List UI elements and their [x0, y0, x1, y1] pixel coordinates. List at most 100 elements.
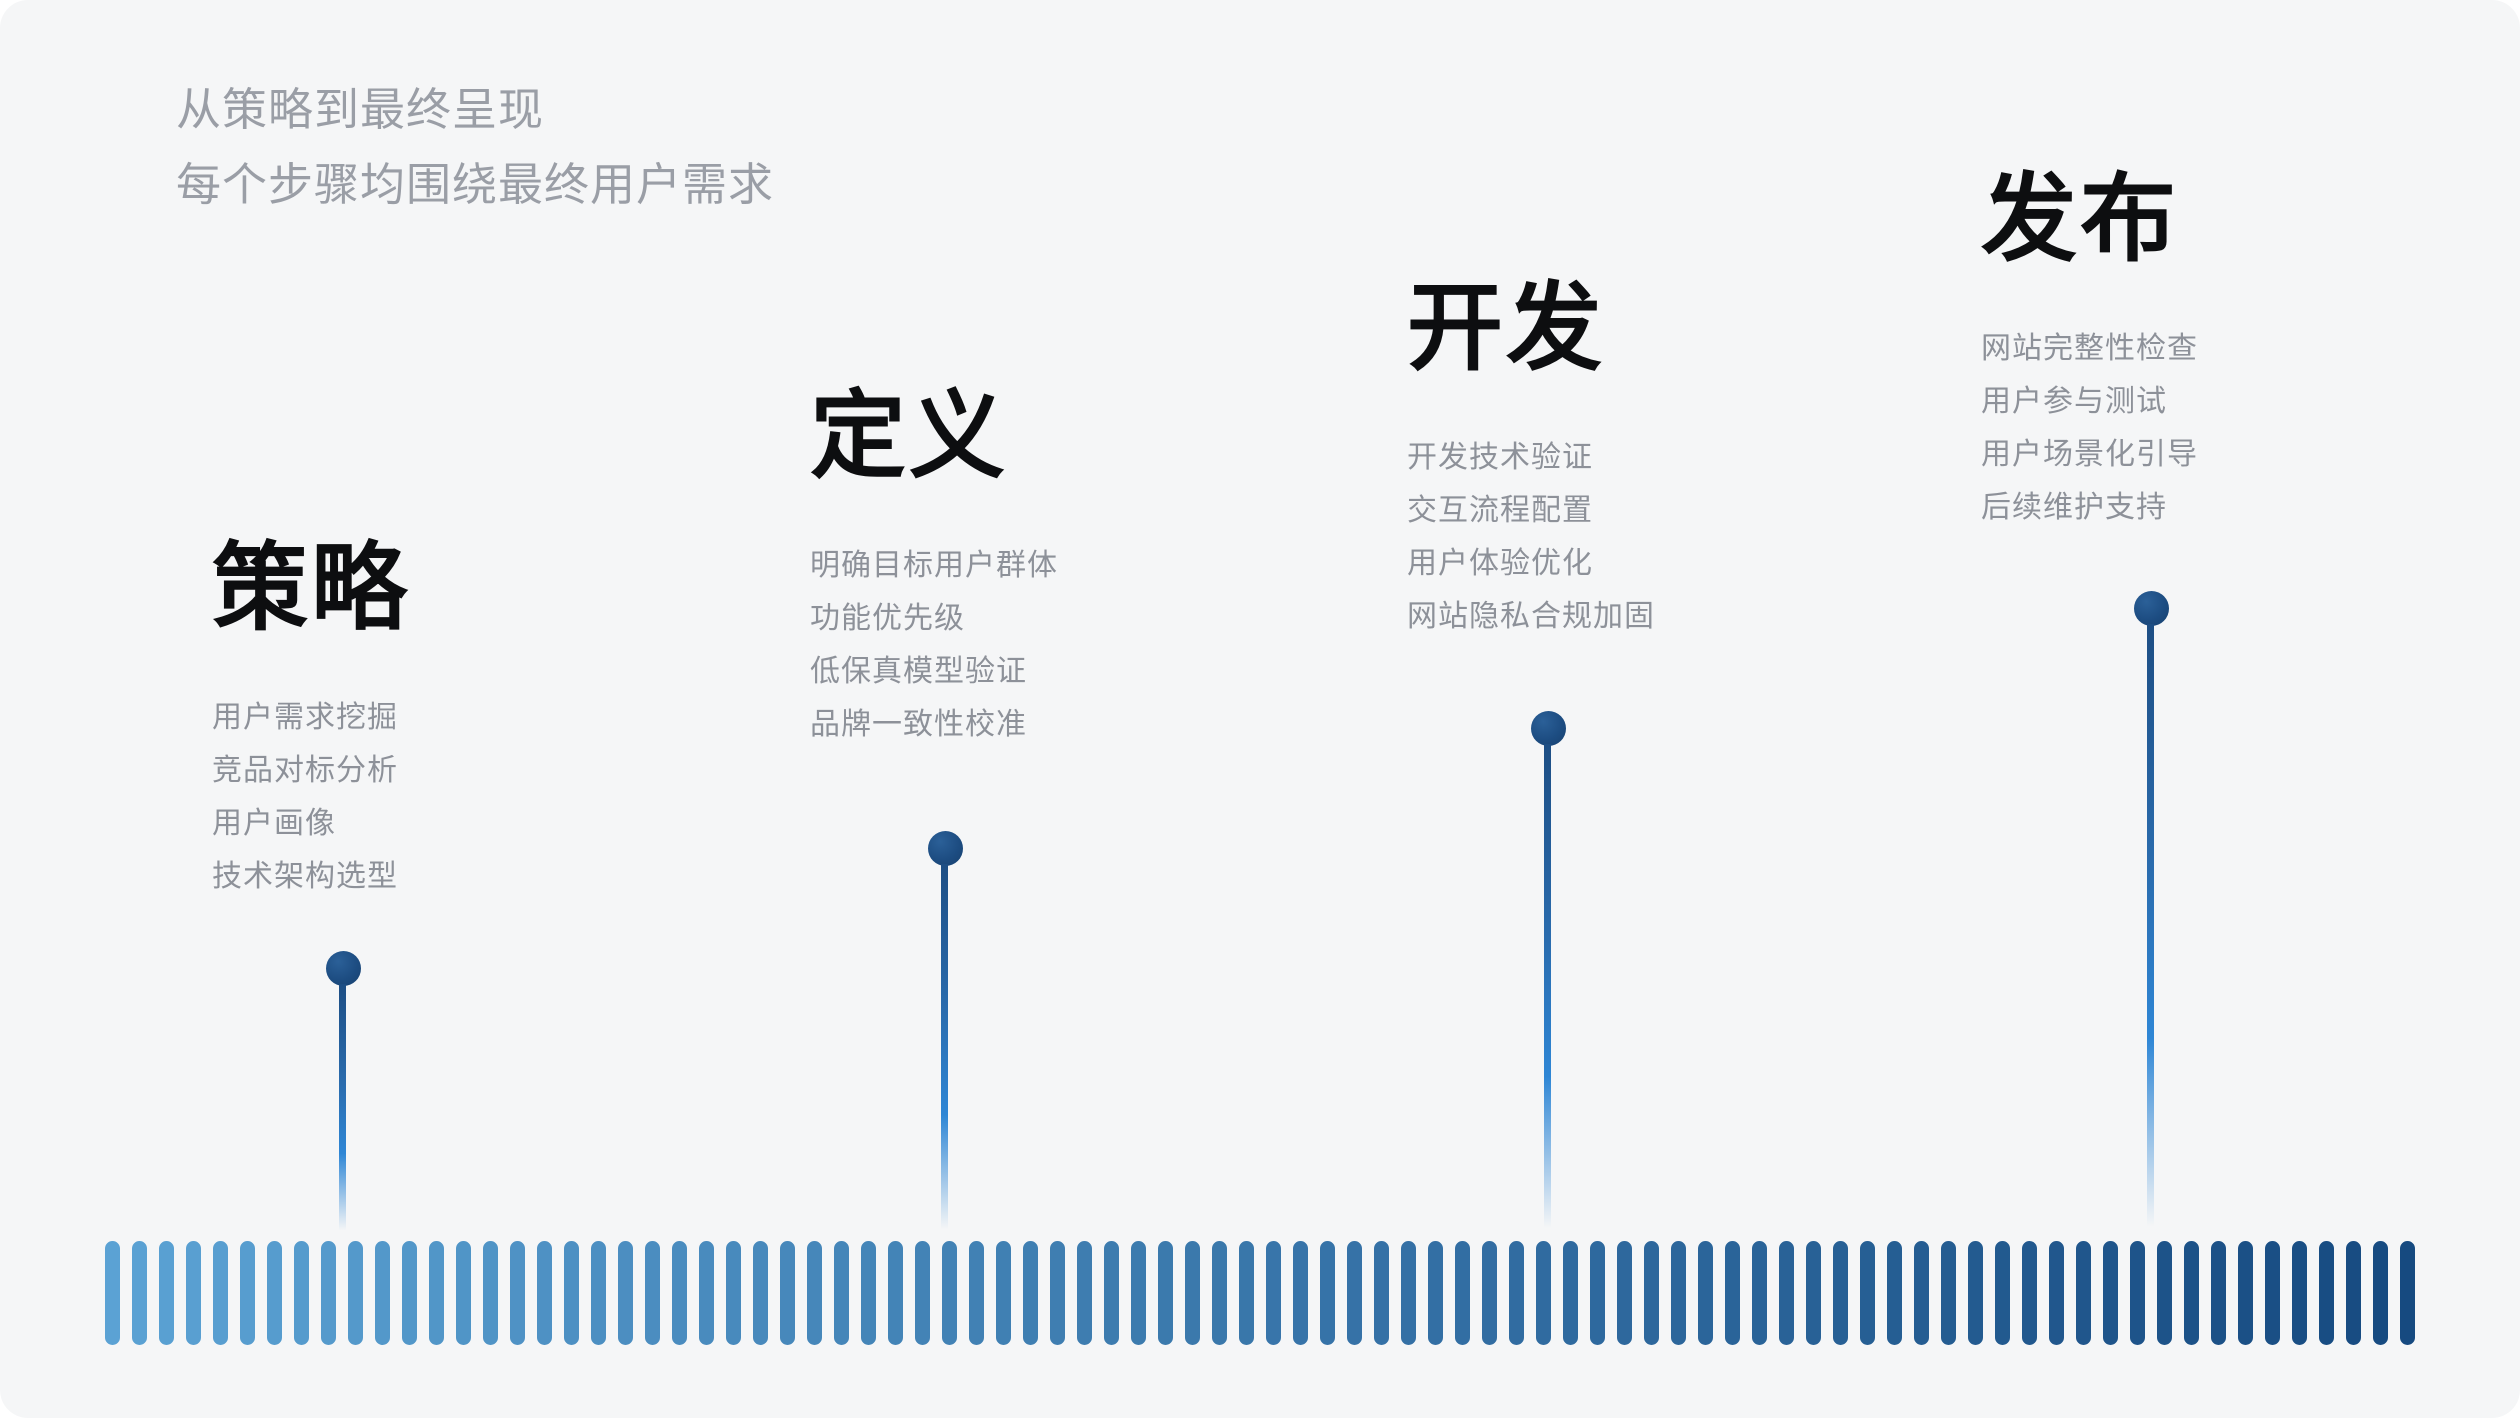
timeline-bar: [564, 1241, 579, 1345]
timeline-bar: [726, 1241, 741, 1345]
timeline-bar: [2319, 1241, 2334, 1345]
timeline-bar: [942, 1241, 957, 1345]
timeline-bar: [1131, 1241, 1146, 1345]
timeline-bar: [1617, 1241, 1632, 1345]
pin-stem: [2147, 624, 2154, 1233]
timeline-bar: [780, 1241, 795, 1345]
stage-item: 低保真模型验证: [810, 655, 1027, 688]
pin-dot-icon: [1531, 711, 1566, 746]
timeline-bar: [105, 1241, 120, 1345]
timeline-bar: [1563, 1241, 1578, 1345]
timeline-bar: [1050, 1241, 1065, 1345]
timeline-bar: [321, 1241, 336, 1345]
timeline-bar: [186, 1241, 201, 1345]
timeline-bars: [105, 1241, 2415, 1345]
timeline-bar: [1023, 1241, 1038, 1345]
timeline-bar: [1779, 1241, 1794, 1345]
stage-item: 技术架构选型: [212, 860, 398, 893]
stage-item: 用户场景化引导: [1981, 438, 2198, 471]
timeline-bar: [1320, 1241, 1335, 1345]
stage-item: 用户参与测试: [1981, 385, 2167, 418]
pin-dot-icon: [928, 831, 963, 866]
timeline-bar: [1887, 1241, 1902, 1345]
timeline-bar: [1995, 1241, 2010, 1345]
timeline-bar: [2103, 1241, 2118, 1345]
timeline-bar: [807, 1241, 822, 1345]
timeline-bar: [132, 1241, 147, 1345]
stage-item-list-define: 明确目标用户群体 功能优先级 低保真模型验证 品牌一致性校准: [810, 539, 1058, 751]
pin-stem: [941, 864, 948, 1233]
timeline-bar: [1509, 1241, 1524, 1345]
intro-line-1: 从策略到最终呈现: [176, 84, 545, 135]
timeline-bar: [510, 1241, 525, 1345]
timeline-bar: [1941, 1241, 1956, 1345]
timeline-bar: [2400, 1241, 2415, 1345]
timeline-bar: [834, 1241, 849, 1345]
timeline-bar: [1212, 1241, 1227, 1345]
stage-item-list-launch: 网站完整性检查 用户参与测试 用户场景化引导 后续维护支持: [1981, 322, 2198, 534]
timeline-bar: [618, 1241, 633, 1345]
timeline-bar: [969, 1241, 984, 1345]
timeline-bar: [1725, 1241, 1740, 1345]
timeline-bar: [2211, 1241, 2226, 1345]
pin-stem: [339, 984, 346, 1233]
stage-title-strategy: 策略: [212, 535, 410, 642]
timeline-bar: [2373, 1241, 2388, 1345]
timeline-bar: [1077, 1241, 1092, 1345]
timeline-bar: [645, 1241, 660, 1345]
timeline-bar: [1293, 1241, 1308, 1345]
timeline-bar: [1266, 1241, 1281, 1345]
stage-item-list-develop: 开发技术验证 交互流程配置 用户体验优化 网站隐私合规加固: [1407, 431, 1655, 643]
intro-text: 从策略到最终呈现 每个步骤均围绕最终用户需求: [176, 72, 774, 222]
timeline-bar: [402, 1241, 417, 1345]
timeline-bar: [1374, 1241, 1389, 1345]
stage-define: 定义 明确目标用户群体 功能优先级 低保真模型验证 品牌一致性校准: [810, 389, 1058, 751]
stage-title-define: 定义: [810, 383, 1008, 490]
timeline-bar: [1752, 1241, 1767, 1345]
timeline-bar: [915, 1241, 930, 1345]
stage-item: 用户需求挖掘: [212, 701, 398, 734]
intro-line-2: 每个步骤均围绕最终用户需求: [176, 159, 775, 210]
timeline-bar: [456, 1241, 471, 1345]
timeline-bar: [159, 1241, 174, 1345]
timeline-bar: [2292, 1241, 2307, 1345]
stage-item: 后续维护支持: [1981, 491, 2167, 524]
timeline-bar: [888, 1241, 903, 1345]
timeline-bar: [699, 1241, 714, 1345]
stage-title-launch: 发布: [1981, 166, 2179, 273]
timeline-bar: [753, 1241, 768, 1345]
timeline-bar: [429, 1241, 444, 1345]
timeline-bar: [1158, 1241, 1173, 1345]
timeline-bar: [2076, 1241, 2091, 1345]
pin-dot-icon: [326, 951, 361, 986]
stage-item: 网站隐私合规加固: [1407, 600, 1655, 633]
timeline-bar: [1860, 1241, 1875, 1345]
stage-item: 用户画像: [212, 807, 336, 840]
timeline-bar: [1536, 1241, 1551, 1345]
timeline-bar: [348, 1241, 363, 1345]
timeline-bar: [1428, 1241, 1443, 1345]
timeline-bar: [591, 1241, 606, 1345]
timeline-bar: [1401, 1241, 1416, 1345]
stage-item-list-strategy: 用户需求挖掘 竞品对标分析 用户画像 技术架构选型: [212, 691, 410, 903]
stage-develop: 开发 开发技术验证 交互流程配置 用户体验优化 网站隐私合规加固: [1407, 281, 1655, 643]
timeline-bar: [2184, 1241, 2199, 1345]
timeline-bar: [267, 1241, 282, 1345]
timeline-bar: [672, 1241, 687, 1345]
timeline-bar: [1914, 1241, 1929, 1345]
timeline-bar: [1806, 1241, 1821, 1345]
timeline-bar: [294, 1241, 309, 1345]
timeline-bar: [1833, 1241, 1848, 1345]
timeline-bar: [1644, 1241, 1659, 1345]
timeline-bar: [861, 1241, 876, 1345]
timeline-bar: [2157, 1241, 2172, 1345]
stage-item: 明确目标用户群体: [810, 549, 1058, 582]
timeline-bar: [1968, 1241, 1983, 1345]
timeline-bar: [1590, 1241, 1605, 1345]
timeline-bar: [996, 1241, 1011, 1345]
timeline-bar: [483, 1241, 498, 1345]
timeline-bar: [1671, 1241, 1686, 1345]
timeline-bar: [1455, 1241, 1470, 1345]
timeline-bar: [213, 1241, 228, 1345]
